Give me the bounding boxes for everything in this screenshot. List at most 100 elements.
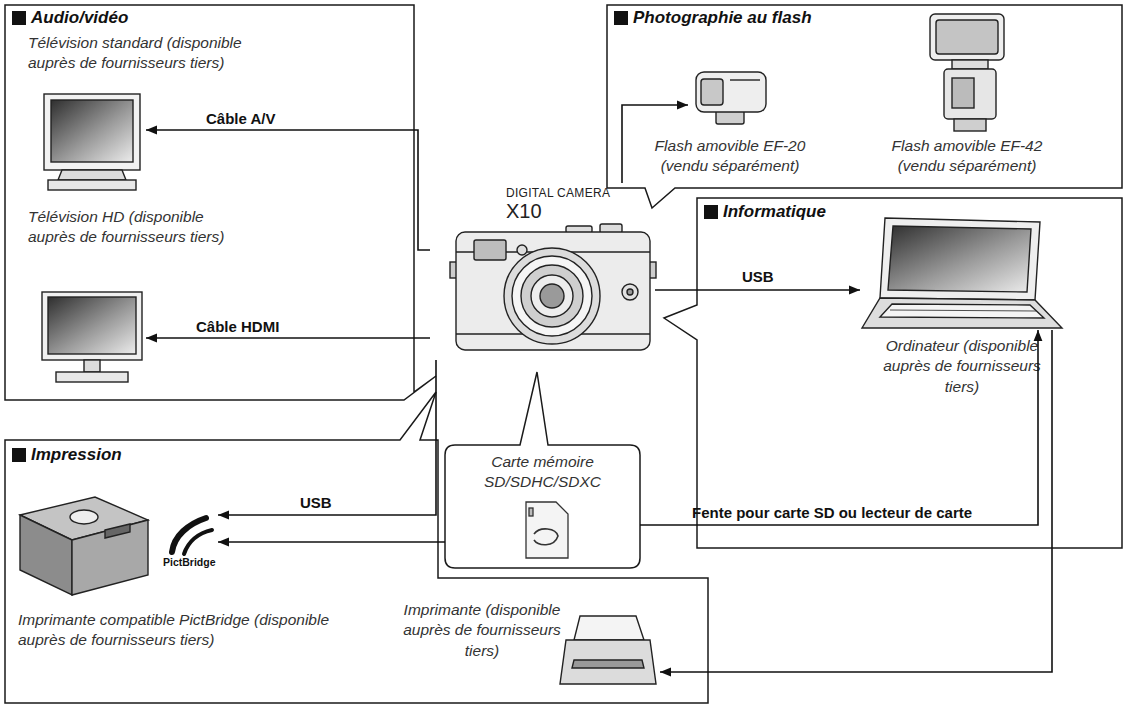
printer-illustration [560, 616, 656, 684]
laptop-illustration [880, 304, 1044, 318]
outline-shape [607, 5, 1122, 208]
flash-node: Flash amovible EF-42 (vendu séparément) [928, 10, 1006, 134]
pictbridge-logo [172, 518, 212, 554]
camera-label: DIGITAL CAMERA [506, 186, 706, 202]
sd-card-illustration [526, 502, 568, 558]
memory-card-node: Carte mémoire SD/SDHC/SDXC [445, 445, 640, 568]
connector-arrow [146, 130, 430, 250]
panel-outline [445, 372, 640, 568]
flash-illustration [936, 20, 998, 54]
connector-label: Câble HDMI [196, 318, 279, 335]
connector-label: Câble A/V [206, 110, 275, 127]
outline-shape [664, 198, 1122, 548]
connector-label: USB [300, 494, 332, 511]
photo-printer-illustration [70, 510, 98, 524]
hdtv-illustration [84, 360, 100, 372]
section-heading: Photographie au flash [614, 7, 953, 29]
logo-label: PictBridge [163, 556, 223, 570]
outline-shape [445, 372, 640, 568]
camera-node: DIGITAL CAMERAX10 [430, 183, 655, 360]
connector-arrow [218, 541, 445, 543]
camera-illustration [512, 256, 592, 336]
tv-illustration [51, 100, 133, 162]
camera-illustration [504, 248, 600, 344]
laptop-illustration [890, 310, 1036, 311]
hdtv-illustration [48, 297, 136, 354]
panel-outline [5, 5, 436, 400]
flash-node: Flash amovible EF-20 (vendu séparément) [688, 66, 772, 132]
flash-illustration [944, 69, 996, 119]
camera-illustration [531, 275, 573, 317]
section-panel: Photographie au flashFlash amovible EF-2… [607, 5, 1122, 188]
device-caption: Ordinateur (disponible auprès de fournis… [872, 336, 1052, 397]
panel-outline [5, 392, 708, 703]
photo-printer-illustration [20, 515, 72, 595]
outline-shape [5, 5, 436, 400]
photo-printer-illustration [72, 520, 148, 595]
camera-illustration [456, 232, 650, 350]
tv-illustration [48, 180, 136, 190]
sd-card-illustration [529, 508, 533, 516]
printer-illustration [560, 640, 656, 684]
device-caption: Imprimante (disponible auprès de fournis… [402, 600, 562, 661]
flash-illustration [952, 78, 974, 108]
outline-shape [5, 392, 708, 703]
camera-illustration [622, 284, 638, 300]
laptop-illustration [862, 298, 1062, 328]
outline-shape [5, 440, 708, 703]
connector-arrow [655, 289, 860, 291]
photo-printer-node: PictBridgeImprimante compatible PictBrid… [12, 492, 218, 600]
connector-label: USB [742, 268, 774, 285]
flash-illustration [930, 14, 1004, 131]
section-panel: Audio/vidéoTélévision standard (disponib… [5, 5, 414, 400]
hdtv-node: Télévision HD (disponible auprès de four… [38, 285, 146, 392]
section-panel: InformatiqueOrdinateur (disponible auprè… [697, 198, 1122, 548]
pictbridge-logo [184, 530, 212, 554]
camera-illustration [474, 240, 506, 260]
computer-node: Ordinateur (disponible auprès de fournis… [860, 215, 1065, 330]
laptop-illustration [880, 218, 1040, 300]
device-caption: Flash amovible EF-42 (vendu séparément) [882, 136, 1052, 177]
hdtv-illustration [42, 292, 142, 382]
tv-illustration [44, 94, 140, 190]
printer-node: Imprimante (disponible auprès de fournis… [560, 610, 660, 690]
laptop-illustration [862, 218, 1062, 328]
flash-illustration [954, 119, 986, 131]
connector-label: Fente pour carte SD ou lecteur de carte [692, 504, 972, 521]
tv-node: Télévision standard (disponible auprès d… [38, 88, 146, 195]
flash-illustration [730, 79, 760, 80]
panel-outline [607, 5, 1122, 208]
flash-illustration [696, 72, 766, 124]
hdtv-illustration [42, 292, 142, 360]
photo-printer-illustration [105, 524, 130, 538]
camera-illustration [540, 284, 564, 308]
sd-card-illustration [534, 529, 558, 545]
section-heading: Audio/vidéo [12, 7, 351, 29]
camera-illustration [627, 289, 633, 295]
hdtv-illustration [56, 372, 128, 382]
connector-group [146, 105, 1052, 672]
camera-model: X10 [506, 200, 606, 222]
device-caption: Télévision standard (disponible auprès d… [28, 33, 278, 74]
connector-arrow [640, 330, 1038, 525]
section-heading: Informatique [704, 201, 1043, 223]
camera-illustration [521, 265, 583, 327]
flash-illustration [930, 14, 1004, 60]
camera-illustration [517, 245, 527, 255]
device-caption: Imprimante compatible PictBridge (dispon… [18, 610, 338, 651]
section-panel: ImpressionPictBridgeImprimante compatibl… [5, 440, 708, 703]
device-caption: Télévision HD (disponible auprès de four… [28, 207, 253, 248]
flash-illustration [696, 72, 766, 112]
camera-illustration [450, 224, 656, 350]
device-caption: Flash amovible EF-20 (vendu séparément) [645, 136, 815, 177]
panel-outline [664, 198, 1122, 548]
printer-illustration [574, 616, 644, 640]
connector-arrow [218, 360, 436, 515]
tv-illustration [58, 170, 126, 180]
connector-arrow [660, 330, 1052, 672]
photo-printer-illustration [20, 497, 148, 595]
